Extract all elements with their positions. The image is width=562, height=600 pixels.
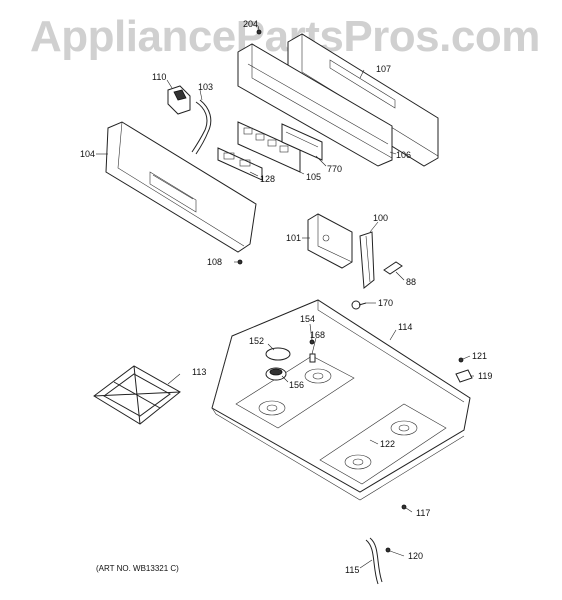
leader-lines xyxy=(96,25,474,569)
component-110 xyxy=(167,85,191,115)
callout-204: 204 xyxy=(243,19,259,29)
side-bracket-101 xyxy=(307,213,353,269)
control-board-128 xyxy=(217,147,263,181)
callout-101: 101 xyxy=(286,233,302,243)
callout-100: 100 xyxy=(373,213,389,223)
art-number: (ART NO. WB13321 C) xyxy=(96,564,179,573)
control-panel-104 xyxy=(105,121,257,253)
screw-154 xyxy=(309,339,315,345)
callout-113: 113 xyxy=(192,367,207,377)
callout-770: 770 xyxy=(327,164,343,174)
callout-115: 115 xyxy=(345,565,360,575)
callout-103: 103 xyxy=(198,82,214,92)
rear-panel-106 xyxy=(237,43,393,167)
clip-119 xyxy=(455,369,473,383)
screw-204 xyxy=(256,29,262,35)
callout-119: 119 xyxy=(478,371,493,381)
tube-115 xyxy=(365,537,383,585)
rail-100 xyxy=(359,231,375,289)
grate-113 xyxy=(93,365,181,425)
clip-120 xyxy=(385,547,391,553)
callout-114: 114 xyxy=(398,322,413,332)
callout-105: 105 xyxy=(306,172,322,182)
screw-121 xyxy=(458,357,464,363)
screw-108 xyxy=(237,259,243,265)
callout-152: 152 xyxy=(249,336,265,346)
callout-107: 107 xyxy=(376,64,392,74)
bracket-770 xyxy=(281,123,323,161)
callout-110: 110 xyxy=(152,72,167,82)
callout-168: 168 xyxy=(310,330,326,340)
callout-121: 121 xyxy=(472,351,488,361)
callout-88: 88 xyxy=(406,277,417,287)
callout-120: 120 xyxy=(408,551,424,561)
burner-head-156 xyxy=(265,367,287,381)
callout-104: 104 xyxy=(80,149,96,159)
callout-154: 154 xyxy=(300,314,316,324)
callout-117: 117 xyxy=(416,508,431,518)
rod-103 xyxy=(191,99,212,155)
burner-cap-152 xyxy=(265,347,291,361)
callout-128: 128 xyxy=(260,174,276,184)
callout-122: 122 xyxy=(380,439,396,449)
screw-170 xyxy=(351,300,367,310)
callout-170: 170 xyxy=(378,298,394,308)
igniter-168 xyxy=(309,353,316,363)
callout-156: 156 xyxy=(289,380,305,390)
cap-88 xyxy=(383,261,403,275)
cooktop-114 xyxy=(211,299,471,501)
callout-106: 106 xyxy=(396,150,412,160)
callout-108: 108 xyxy=(207,257,223,267)
screw-117 xyxy=(401,504,407,510)
